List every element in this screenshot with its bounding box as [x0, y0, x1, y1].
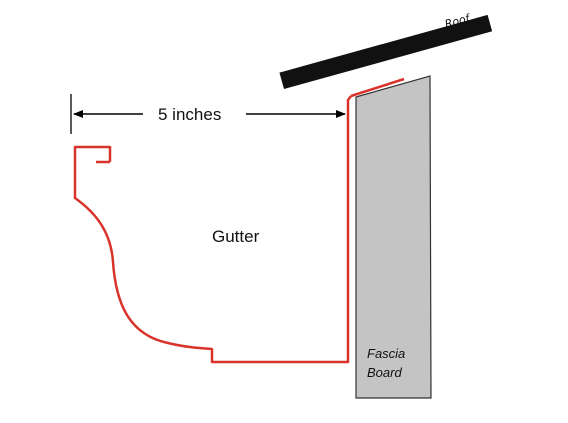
roof-shape [279, 14, 493, 89]
fascia-label-line2: Board [367, 365, 402, 380]
drip-edge [350, 77, 405, 98]
dimension-label: 5 inches [158, 105, 221, 124]
gutter-profile [73, 95, 352, 364]
fascia-label-line1: Fascia [367, 346, 405, 361]
gutter-label: Gutter [212, 227, 260, 246]
fascia-board [355, 75, 432, 399]
